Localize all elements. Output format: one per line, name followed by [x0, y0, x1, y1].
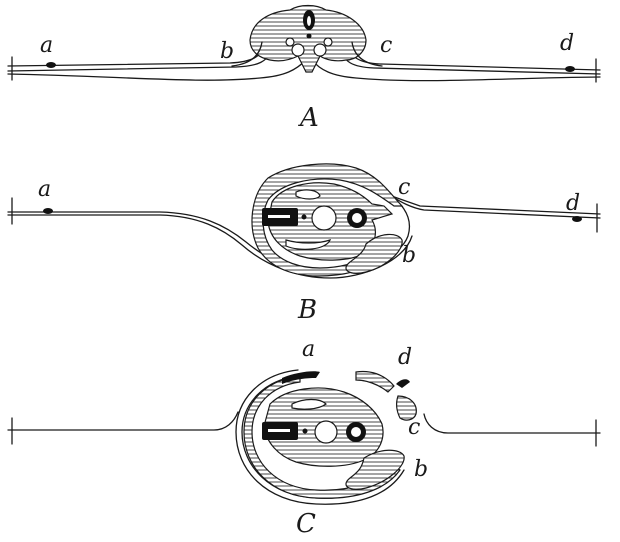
panel-a-label-d: d: [560, 31, 574, 56]
panel-a-neural-canal: [307, 16, 311, 26]
panel-b-label-d: d: [566, 191, 580, 216]
panel-c-vessel-lumen: [351, 427, 361, 437]
panel-b-gut: [312, 206, 336, 230]
panel-b-neural-canal: [268, 215, 290, 218]
panel-c-notochord: [303, 429, 308, 434]
panel-b: a b c d B: [8, 164, 600, 325]
panel-b-label-a: a: [38, 177, 51, 202]
panel-a: a b c d A: [8, 6, 600, 134]
panel-c-gut: [315, 421, 337, 443]
panel-b-dot-d: [572, 216, 582, 222]
panel-c: a b c d C: [8, 337, 600, 539]
panel-c-label-a: a: [302, 337, 315, 362]
panel-a-caption: A: [298, 103, 319, 133]
panel-b-label-c: c: [398, 175, 410, 200]
panel-a-label-a: a: [40, 33, 53, 58]
panel-c-label-b: b: [414, 457, 428, 482]
panel-a-dot-a: [46, 62, 56, 68]
panel-b-vessel-lumen: [352, 213, 362, 223]
panel-a-cavity-right: [324, 38, 332, 46]
panel-b-dot-a: [43, 208, 53, 214]
panel-c-membrane-right: [424, 414, 600, 433]
panel-a-label-c: c: [380, 33, 392, 58]
panel-a-vessel-right: [314, 44, 326, 56]
panel-b-notochord: [302, 215, 307, 220]
panel-a-cavity-left: [286, 38, 294, 46]
panel-a-notochord: [307, 34, 312, 39]
panel-a-label-b: b: [220, 39, 234, 64]
panel-c-membrane-left: [8, 412, 238, 430]
panel-c-fold-d-outer: [356, 372, 394, 392]
panel-a-vessel-left: [292, 44, 304, 56]
panel-b-cavity-top: [296, 190, 320, 199]
panel-a-dot-d: [565, 66, 575, 72]
panel-c-fold-d-tip: [396, 379, 410, 388]
panel-c-label-d: d: [398, 345, 412, 370]
panel-c-neural-canal: [268, 429, 290, 432]
panel-c-label-c: c: [408, 415, 420, 440]
panel-b-caption: B: [297, 295, 317, 325]
panel-c-caption: C: [296, 509, 316, 539]
panel-b-label-b: b: [402, 243, 416, 268]
